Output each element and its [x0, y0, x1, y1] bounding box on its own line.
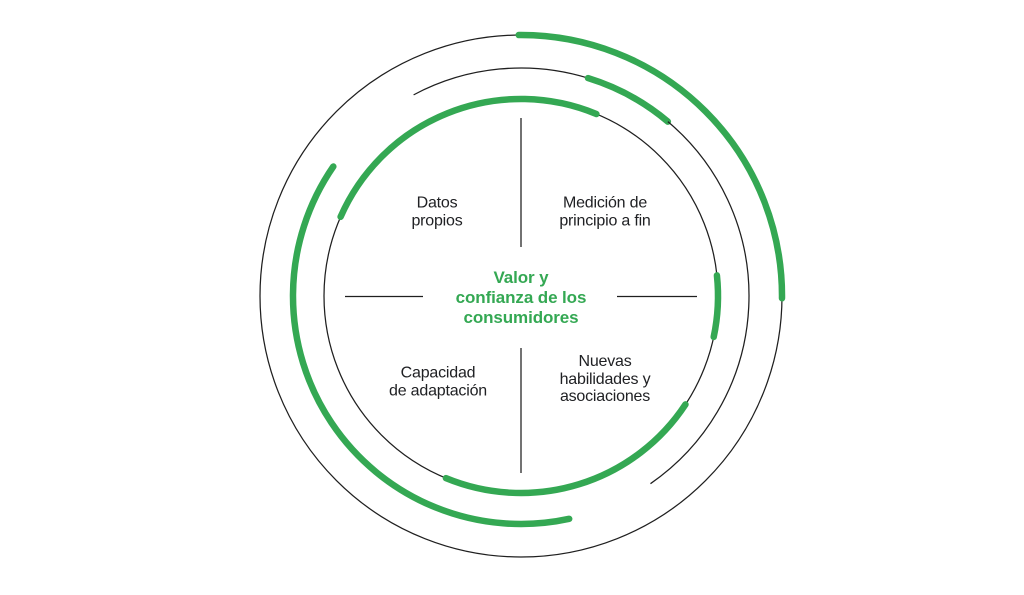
label-line: Medición de: [562, 194, 648, 212]
label-line: de adaptación: [389, 382, 487, 399]
middle-ring-black-arc-0: [413, 67, 589, 96]
quadrant-label-medicion-principio-fin: Medición de principio a fin: [559, 195, 650, 230]
middle-ring-black-arc-2: [650, 121, 750, 485]
middle-ring-green-arc-3: [289, 163, 573, 528]
label-line: propios: [411, 212, 463, 229]
label-line: principio a fin: [559, 212, 651, 229]
label-line: Nuevas: [578, 352, 632, 370]
outer-ring-green-arc-0: [515, 31, 786, 302]
inner-ring-green-arc-2: [442, 401, 689, 497]
center-title: Valor y confianza de los consumidores: [456, 268, 587, 328]
center-title-line: consumidores: [463, 308, 579, 327]
label-line: habilidades y: [559, 370, 651, 388]
center-title-line: Valor y: [493, 268, 549, 287]
quadrant-label-datos-propios: Datos propios: [411, 195, 462, 230]
quadrant-label-capacidad-adaptacion: Capacidad de adaptación: [389, 365, 487, 400]
inner-ring-green-arc-1: [710, 272, 722, 341]
inner-ring-green-arc-0: [337, 95, 600, 221]
label-line: asociaciones: [559, 387, 651, 405]
quadrant-label-nuevas-habilidades: Nuevas habilidades y asociaciones: [560, 353, 651, 406]
center-title-line: confianza de los: [455, 288, 587, 307]
label-line: Datos: [416, 194, 458, 212]
label-line: Capacidad: [400, 364, 476, 382]
middle-ring-green-arc-1: [584, 74, 672, 125]
